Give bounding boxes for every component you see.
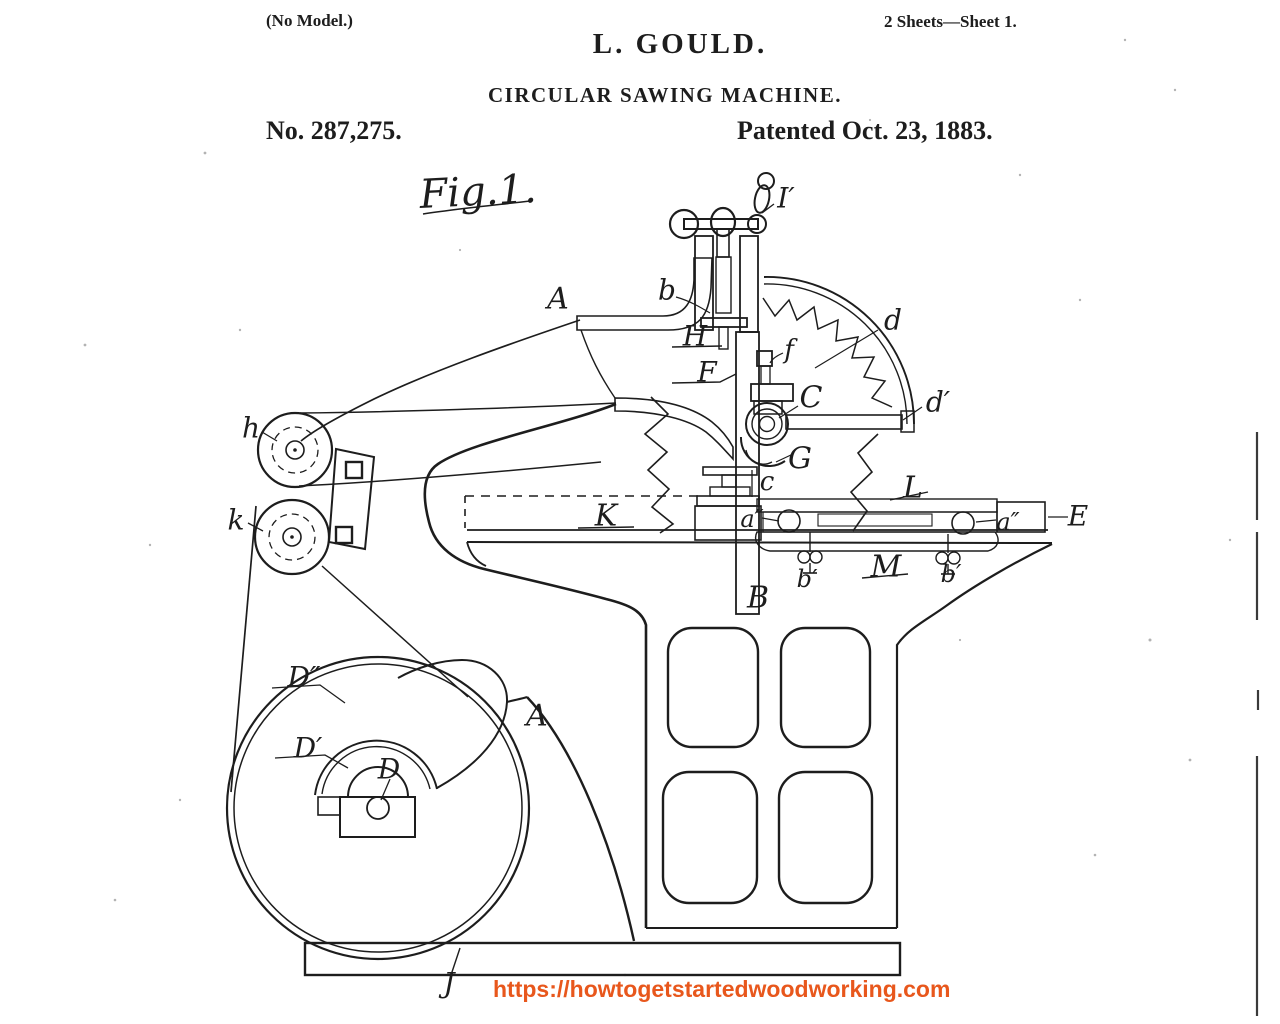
part-label-c-small: c — [760, 467, 775, 497]
patent-title: CIRCULAR SAWING MACHINE. — [0, 83, 1280, 108]
blade-guard-outer — [763, 276, 915, 425]
part-label-k-pulley: k — [228, 504, 245, 537]
page-edge-artifact — [1255, 432, 1260, 1016]
leader-d-dblprime — [271, 684, 346, 704]
leader-c-cap — [778, 405, 799, 419]
no-model-note: (No Model.) — [266, 11, 353, 30]
part-label-a-lower-frame: A — [523, 699, 548, 734]
part-label-d-dblprime: D″ — [287, 661, 321, 694]
table-clamp-c — [696, 466, 760, 507]
machine-figure — [225, 172, 1068, 977]
arm-lower-section — [614, 397, 734, 462]
saw-blade-edge — [785, 414, 903, 430]
belt-wheel-run — [321, 565, 469, 698]
part-label-i-prime: I′ — [776, 182, 795, 215]
leader-a-dblprime-right — [975, 519, 997, 523]
arm-upper-section — [576, 257, 713, 331]
part-label-l-cap: L — [902, 471, 923, 506]
leader-f-cap — [671, 373, 737, 384]
part-label-h-cap: H — [682, 320, 708, 353]
part-label-m-cap: M — [870, 550, 903, 585]
leader-f-small — [769, 352, 784, 364]
underline-m-cap — [861, 573, 909, 579]
sheet-count: 2 Sheets—Sheet 1. — [884, 12, 1017, 31]
leader-k — [247, 522, 264, 532]
inventor-name: L. GOULD. — [0, 28, 1280, 61]
clamp-bolt-right — [935, 534, 961, 575]
break-line-left — [643, 396, 675, 534]
frame-openings — [661, 626, 874, 905]
saw-teeth — [762, 297, 893, 408]
frame-arch — [526, 696, 636, 942]
sliding-carriage — [694, 498, 1046, 552]
part-label-j-base: J — [438, 967, 456, 1000]
pulley-bracket — [327, 447, 376, 551]
leader-d-prime — [902, 406, 923, 421]
leader-i-prime — [761, 203, 775, 214]
part-label-b-prime-left: b′ — [797, 565, 818, 593]
drive-wheel — [225, 655, 531, 961]
clamp-bolt-left — [797, 532, 823, 574]
pulley-k — [253, 498, 331, 576]
arm-end-edge — [580, 329, 616, 399]
frame-neck — [423, 402, 648, 928]
adjusting-screw — [750, 350, 794, 415]
break-line-right — [849, 433, 879, 532]
pulley-h — [256, 411, 334, 489]
scan-speckles — [83, 21, 1232, 977]
part-label-f-small: f — [782, 335, 798, 365]
patent-number: No. 287,275. — [266, 116, 402, 145]
belt-left-run — [230, 505, 257, 793]
guard-end-cap — [900, 410, 915, 433]
part-label-d-prime: d′ — [926, 386, 951, 419]
part-label-g-cap: G — [788, 442, 812, 477]
part-label-d-wheel: D — [377, 753, 400, 786]
part-label-e-cap: E — [1067, 500, 1088, 533]
part-label-a-dblprime-right: a″ — [996, 508, 1019, 536]
base-plate — [303, 941, 902, 977]
handle-assembly — [668, 172, 775, 350]
wheel-bearing — [317, 766, 416, 838]
leader-d-wheel — [380, 778, 391, 801]
part-label-d-prime-wheel: D′ — [293, 732, 323, 765]
leader-b — [675, 296, 711, 314]
blade-guard-inner — [763, 283, 908, 425]
fig-caption-flourish — [422, 200, 531, 215]
belt-upper-bottom — [298, 461, 602, 487]
post-jamb-left — [694, 235, 714, 331]
part-label-b-cap: B — [746, 581, 769, 616]
patent-date: Patented Oct. 23, 1883. — [737, 116, 993, 145]
part-label-fig-1: Fig.1. — [417, 166, 537, 218]
leader-d-prime-wheel — [274, 754, 349, 769]
belt-upper-top — [299, 402, 617, 414]
table — [464, 495, 1053, 567]
leader-h — [261, 431, 278, 442]
leader-d — [814, 329, 879, 369]
leader-a-dblprime-left — [761, 517, 780, 522]
part-label-h-pulley: h — [242, 412, 260, 445]
patent-title-text: CIRCULAR SAWING MACHINE. — [488, 83, 842, 107]
part-label-k-cap: K — [594, 499, 619, 534]
frame-right-edge — [895, 543, 1053, 928]
frame-top-outline — [300, 319, 581, 442]
part-label-c-cap: C — [800, 381, 823, 416]
part-label-d: d — [884, 304, 902, 337]
underline-h-cap — [671, 345, 723, 348]
part-label-a-upper-frame: A — [544, 282, 569, 317]
part-label-b: b — [658, 274, 676, 307]
watermark-url: https://howtogetstartedwoodworking.com — [493, 976, 951, 1002]
part-label-a-dblprime-left: a″ — [740, 505, 763, 533]
part-label-b-prime-right: b′ — [941, 560, 962, 588]
part-label-f-cap: F — [696, 356, 718, 389]
leader-j — [450, 947, 461, 976]
arbor — [745, 402, 789, 446]
arbor-housing-inner — [745, 449, 773, 465]
inventor-name-text: L. GOULD. — [592, 28, 768, 60]
leader-g-cap — [775, 453, 794, 463]
saw-post — [735, 331, 760, 615]
